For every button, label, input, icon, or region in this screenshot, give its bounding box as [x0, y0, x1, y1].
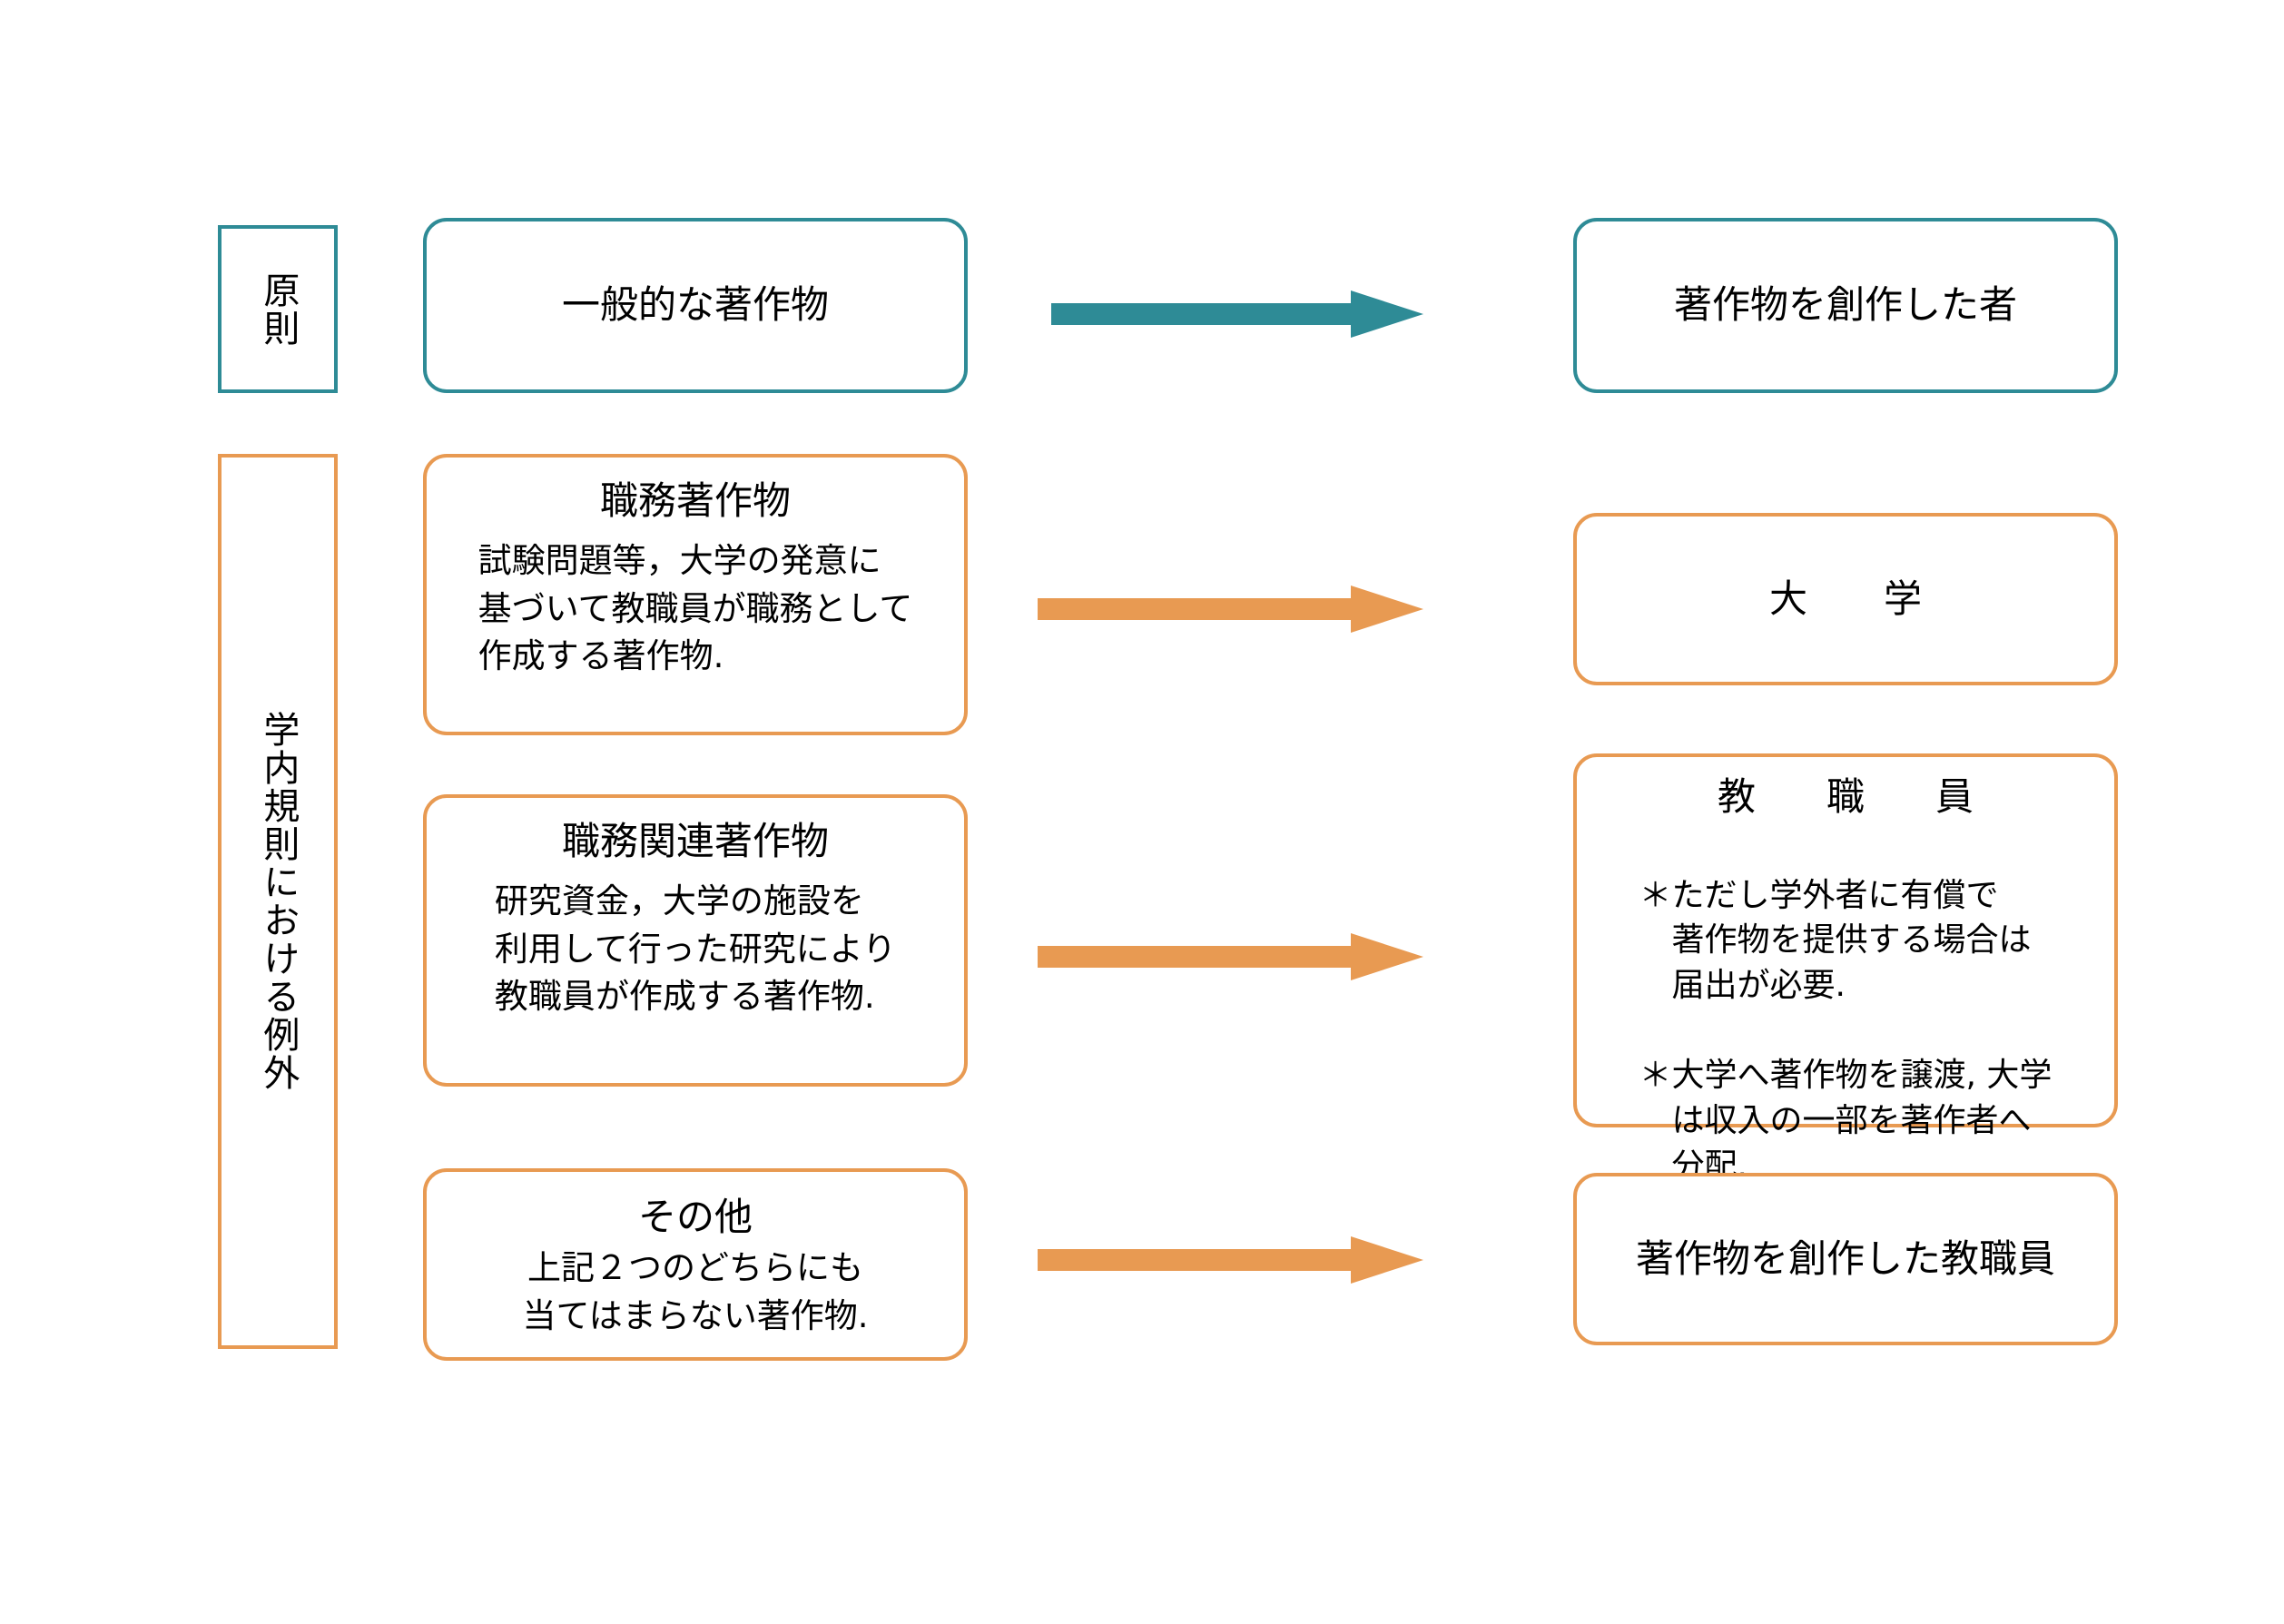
source-body-other-work: 上記２つのどちらにも 当てはまらない著作物. [522, 1248, 869, 1335]
rail-internal-rules-exception: 学内規則における例外 [218, 454, 338, 1349]
target-title-university: 大 学 [1768, 576, 1922, 621]
target-note-staff-1: ＊ただし学外者に有償で 著作物を提供する場合は 届出が必要. [1639, 876, 2032, 1005]
target-box-university: 大 学 [1573, 513, 2118, 685]
source-title-duty-related-work: 職務関連著作物 [561, 819, 829, 863]
source-box-duty-related-work: 職務関連著作物 研究資金，大学の施設を 利用して行った研究により 教職員が作成す… [423, 794, 968, 1087]
rail-principle: 原則 [218, 225, 338, 393]
target-box-staff: 教 職 員 ＊ただし学外者に有償で 著作物を提供する場合は 届出が必要. ＊大学… [1573, 753, 2118, 1185]
rail-internal-rules-exception-label: 学内規則における例外 [257, 711, 300, 1092]
source-title-work-made-for-hire: 職務著作物 [599, 478, 791, 523]
target-title-creator: 著作物を創作した者 [1673, 282, 2017, 328]
source-title-other-work: その他 [637, 1195, 753, 1239]
source-body-duty-related-work: 研究資金，大学の施設を 利用して行った研究により 教職員が作成する著作物. [494, 881, 897, 1017]
target-box-creator-staff: 著作物を創作した教職員 [1573, 1173, 2118, 1345]
target-box-creator: 著作物を創作した者 [1573, 218, 2118, 393]
arrow-general-work-to-creator [1051, 290, 1423, 338]
rail-principle-label: 原則 [257, 271, 300, 348]
target-notes-staff: ＊ただし学外者に有償で 著作物を提供する場合は 届出が必要. ＊大学へ著作物を譲… [1639, 828, 2053, 1234]
arrow-duty-related-work-to-staff [1038, 933, 1423, 980]
arrow-work-made-for-hire-to-university [1038, 586, 1423, 633]
target-note-staff-2: ＊大学へ著作物を譲渡, 大学 は収入の一部を著作者へ 分配. [1639, 1057, 2053, 1185]
source-box-other-work: その他 上記２つのどちらにも 当てはまらない著作物. [423, 1168, 968, 1361]
arrow-other-work-to-creator-staff [1038, 1236, 1423, 1284]
source-body-work-made-for-hire: 試験問題等，大学の発意に 基づいて教職員が職務として 作成する著作物. [477, 541, 913, 676]
source-title-general-work: 一般的な著作物 [561, 282, 829, 328]
target-title-creator-staff: 著作物を創作した教職員 [1635, 1235, 2055, 1281]
source-box-general-work: 一般的な著作物 [423, 218, 968, 393]
target-title-staff: 教 職 員 [1717, 774, 1990, 819]
source-box-work-made-for-hire: 職務著作物 試験問題等，大学の発意に 基づいて教職員が職務として 作成する著作物… [423, 454, 968, 735]
